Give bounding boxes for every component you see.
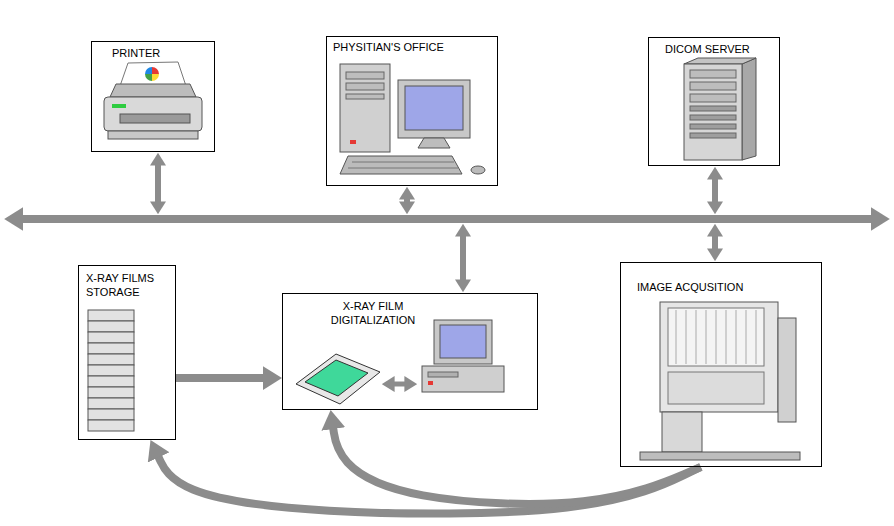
network-bus [21,219,873,220]
xray-machine-illustration [706,310,707,364]
printer-illustration [110,84,196,97]
server-illustration [684,64,742,160]
server-illustration [742,58,756,160]
server-illustration [690,70,736,78]
film-stack-illustration [88,365,134,376]
printer-illustration [145,67,152,74]
workstation-illustration [428,372,458,377]
link-arrow [393,382,406,387]
xray-machine-illustration [686,310,687,364]
node-label: PRINTER [112,47,160,61]
scanner-illustration [296,354,380,404]
film-stack-illustration [88,310,134,431]
workstation-illustration [422,366,504,392]
server-illustration [690,115,736,120]
printer-illustration [104,97,202,131]
flow-arrow [176,374,265,382]
xray-machine-illustration [640,452,800,460]
server-illustration [684,58,756,160]
film-stack-illustration [88,343,134,354]
server-illustration [684,58,756,64]
pc-illustration [346,83,384,90]
node-label: X-RAY FILM DIGITALIZATION [321,300,425,328]
pc-illustration [350,140,356,144]
storage-box: X-RAY FILMS STORAGE [78,265,176,440]
server-box: DICOM SERVER [648,37,780,166]
workstation-illustration [422,320,504,392]
xray-machine-illustration [668,308,764,366]
server-illustration [690,106,736,111]
xray-machine-illustration [640,302,800,460]
film-stack-illustration [88,420,134,431]
bus-tap-arrow [460,235,466,281]
node-label: IMAGE ACQUSITION [637,281,743,295]
printer-illustration [120,114,190,123]
film-stack-illustration [88,310,134,321]
pc-illustration [346,94,384,99]
xray-machine-illustration [756,310,757,364]
pc-illustration [346,72,384,79]
film-stack-illustration [88,387,134,398]
pc-illustration [340,64,485,174]
printer-illustration [152,67,159,74]
xray-machine-illustration [778,318,796,422]
bus-tap-arrow [712,178,718,203]
film-stack-illustration [88,332,134,343]
xray-machine-illustration [660,302,778,412]
printer-illustration [145,74,152,81]
pc-illustration [405,86,463,130]
server-illustration [690,124,736,129]
node-label: X-RAY FILMS STORAGE [86,272,170,300]
node-label: PHYSITIAN'S OFFICE [333,41,444,55]
xray-machine-illustration [716,310,717,364]
xray-machine-illustration [668,372,764,404]
scanner-illustration [296,354,380,404]
server-illustration [690,94,736,102]
printer-illustration [152,74,159,81]
xray-machine-illustration [662,412,702,452]
xray-machine-illustration [696,310,697,364]
printer-illustration [112,104,126,108]
pc-illustration [471,166,485,174]
link-arrow [393,384,406,385]
bus-tap-arrow [158,164,715,281]
printer-illustration [104,62,202,139]
server-illustration [690,133,736,138]
digitalization-box: X-RAY FILM DIGITALIZATION [282,293,538,410]
xray-machine-illustration [736,310,737,364]
printer-illustration [108,131,198,139]
server-illustration [690,82,736,90]
acquisition-box: IMAGE ACQUSITION [620,262,822,467]
workstation-illustration [434,320,492,364]
pc-illustration [352,162,454,163]
node-label: DICOM SERVER [665,43,750,57]
scanner-illustration [305,360,368,396]
bus-tap-arrow [712,235,718,250]
xray-machine-illustration [676,310,677,364]
network-bus [21,215,873,223]
xray-machine-illustration [726,310,727,364]
pc-illustration [340,156,462,174]
bus-tap-arrow [155,164,161,203]
workstation-illustration [428,381,433,385]
bus-tap-arrow [404,198,410,203]
pc-illustration [398,80,470,138]
flow-arrow [333,427,701,504]
printer-illustration [120,62,186,86]
workstation-illustration [440,325,486,358]
printer-box: PRINTER [91,41,215,152]
office-box: PHYSITIAN'S OFFICE [326,36,498,186]
xray-machine-illustration [746,310,747,364]
pc-illustration [348,168,458,169]
film-stack-illustration [88,354,134,365]
film-stack-illustration [88,398,134,409]
film-stack-illustration [88,409,134,420]
film-stack-illustration [88,321,134,332]
pc-illustration [340,64,390,152]
film-stack-illustration [88,376,134,387]
pc-illustration [418,138,450,148]
